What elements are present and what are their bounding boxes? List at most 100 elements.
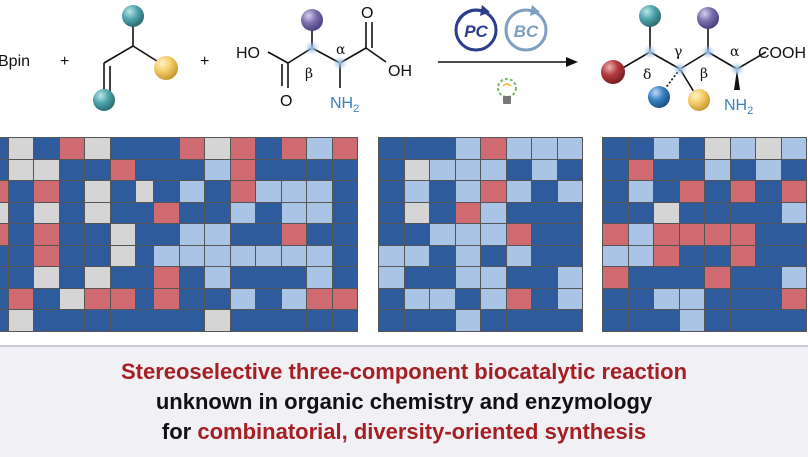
matrix-cell: [532, 224, 557, 245]
matrix-cell: [532, 310, 557, 331]
matrix-cell: [654, 181, 679, 202]
summary-banner: Stereoselective three-component biocatal…: [0, 345, 808, 457]
plus-sign-2: +: [200, 53, 209, 70]
matrix-cell: [59, 159, 84, 181]
matrix-cell: [730, 181, 755, 202]
matrix-cell: [332, 202, 357, 224]
matrix-cell: [332, 245, 357, 267]
matrix-cell: [8, 224, 33, 245]
carbonyl-oxygen-left: O: [280, 93, 292, 110]
matrix-cell: [332, 310, 357, 331]
matrix-cell: [506, 310, 531, 331]
matrix-cell: [532, 202, 557, 224]
matrix-cell: [0, 267, 8, 288]
matrix-cell: [332, 159, 357, 181]
matrix-cell: [679, 181, 704, 202]
reaction-arrow: [438, 57, 578, 67]
matrix-cell: [628, 310, 653, 331]
matrix-cell: [705, 159, 730, 181]
matrix-cell: [85, 288, 110, 310]
matrix-cell: [0, 310, 8, 331]
matrix-cell: [455, 181, 480, 202]
matrix-cell: [85, 138, 110, 159]
matrix-cell: [59, 267, 84, 288]
matrix-cell: [705, 181, 730, 202]
delta-label: δ: [643, 67, 651, 83]
amine-label: NH2: [330, 95, 359, 115]
matrix-cell: [730, 288, 755, 310]
matrix-cell: [154, 288, 179, 310]
banner-line-1: Stereoselective three-component biocatal…: [120, 359, 688, 384]
matrix-cell: [179, 267, 204, 288]
matrix-cell: [430, 224, 455, 245]
matrix-cell: [756, 159, 781, 181]
gamma-label: γ: [674, 44, 682, 60]
matrix-cell: [307, 267, 332, 288]
matrix-cell: [603, 138, 628, 159]
matrix-cell: [654, 202, 679, 224]
matrix-cell: [59, 224, 84, 245]
matrix-cell: [756, 181, 781, 202]
matrix-cell: [679, 288, 704, 310]
matrix-cell: [557, 181, 582, 202]
matrix-cell: [781, 245, 806, 267]
matrix-cell: [230, 288, 255, 310]
matrix-cell: [85, 267, 110, 288]
carbonyl-oxygen-right: O: [361, 5, 373, 22]
matrix-cell: [34, 224, 59, 245]
matrix-cell: [506, 224, 531, 245]
matrix-cell: [404, 245, 429, 267]
matrix-cell: [557, 138, 582, 159]
matrix-cell: [705, 267, 730, 288]
matrix-cell: [59, 288, 84, 310]
matrix-cell: [679, 267, 704, 288]
matrix-cell: [455, 267, 480, 288]
matrix-cell: [154, 224, 179, 245]
substituent-sphere-teal-product: [639, 5, 661, 27]
matrix-cell: [756, 224, 781, 245]
matrix-cell: [628, 288, 653, 310]
matrix-cell: [557, 159, 582, 181]
matrix-cell: [506, 288, 531, 310]
matrix-cell: [59, 181, 84, 202]
matrix-cell: [179, 181, 204, 202]
matrix-cell: [654, 310, 679, 331]
beta-label-product: β: [700, 66, 708, 82]
banner-line-3: for combinatorial, diversity-oriented sy…: [161, 419, 647, 444]
matrix-cell: [0, 202, 8, 224]
plus-sign-1: +: [60, 53, 69, 70]
matrix-cell: [730, 224, 755, 245]
matrix-cell: [481, 310, 506, 331]
matrix-cell: [34, 159, 59, 181]
reactive-carbon-highlight: [305, 41, 319, 55]
matrix-cell: [679, 245, 704, 267]
substituent-sphere-yellow: [154, 56, 178, 80]
matrix-cell: [281, 202, 306, 224]
matrix-cell: [756, 138, 781, 159]
matrix-cell: [679, 224, 704, 245]
matrix-cell: [506, 267, 531, 288]
matrix-cell: [781, 138, 806, 159]
matrix-cell: [481, 267, 506, 288]
matrix-cell: [110, 224, 135, 245]
matrix-cell: [205, 288, 230, 310]
matrix-cell: [256, 288, 281, 310]
matrix-cell: [603, 202, 628, 224]
gamma-carbon-highlight: [673, 62, 687, 76]
matrix-cell: [205, 159, 230, 181]
hydroxyl-right: OH: [388, 63, 412, 80]
matrix-cell: [34, 181, 59, 202]
matrix-cell: [110, 245, 135, 267]
matrix-cell: [34, 138, 59, 159]
matrix-cell: [557, 224, 582, 245]
matrix-cell: [628, 159, 653, 181]
matrix-cell: [455, 202, 480, 224]
matrix-cell: [110, 267, 135, 288]
matrix-cell: [481, 202, 506, 224]
matrix-cell: [430, 159, 455, 181]
matrix-cell: [781, 181, 806, 202]
matrix-cell: [307, 288, 332, 310]
matrix-cell: [603, 288, 628, 310]
banner-line-2: unknown in organic chemistry and enzymol…: [155, 389, 653, 414]
hydroxyl-left: HO: [236, 45, 260, 62]
